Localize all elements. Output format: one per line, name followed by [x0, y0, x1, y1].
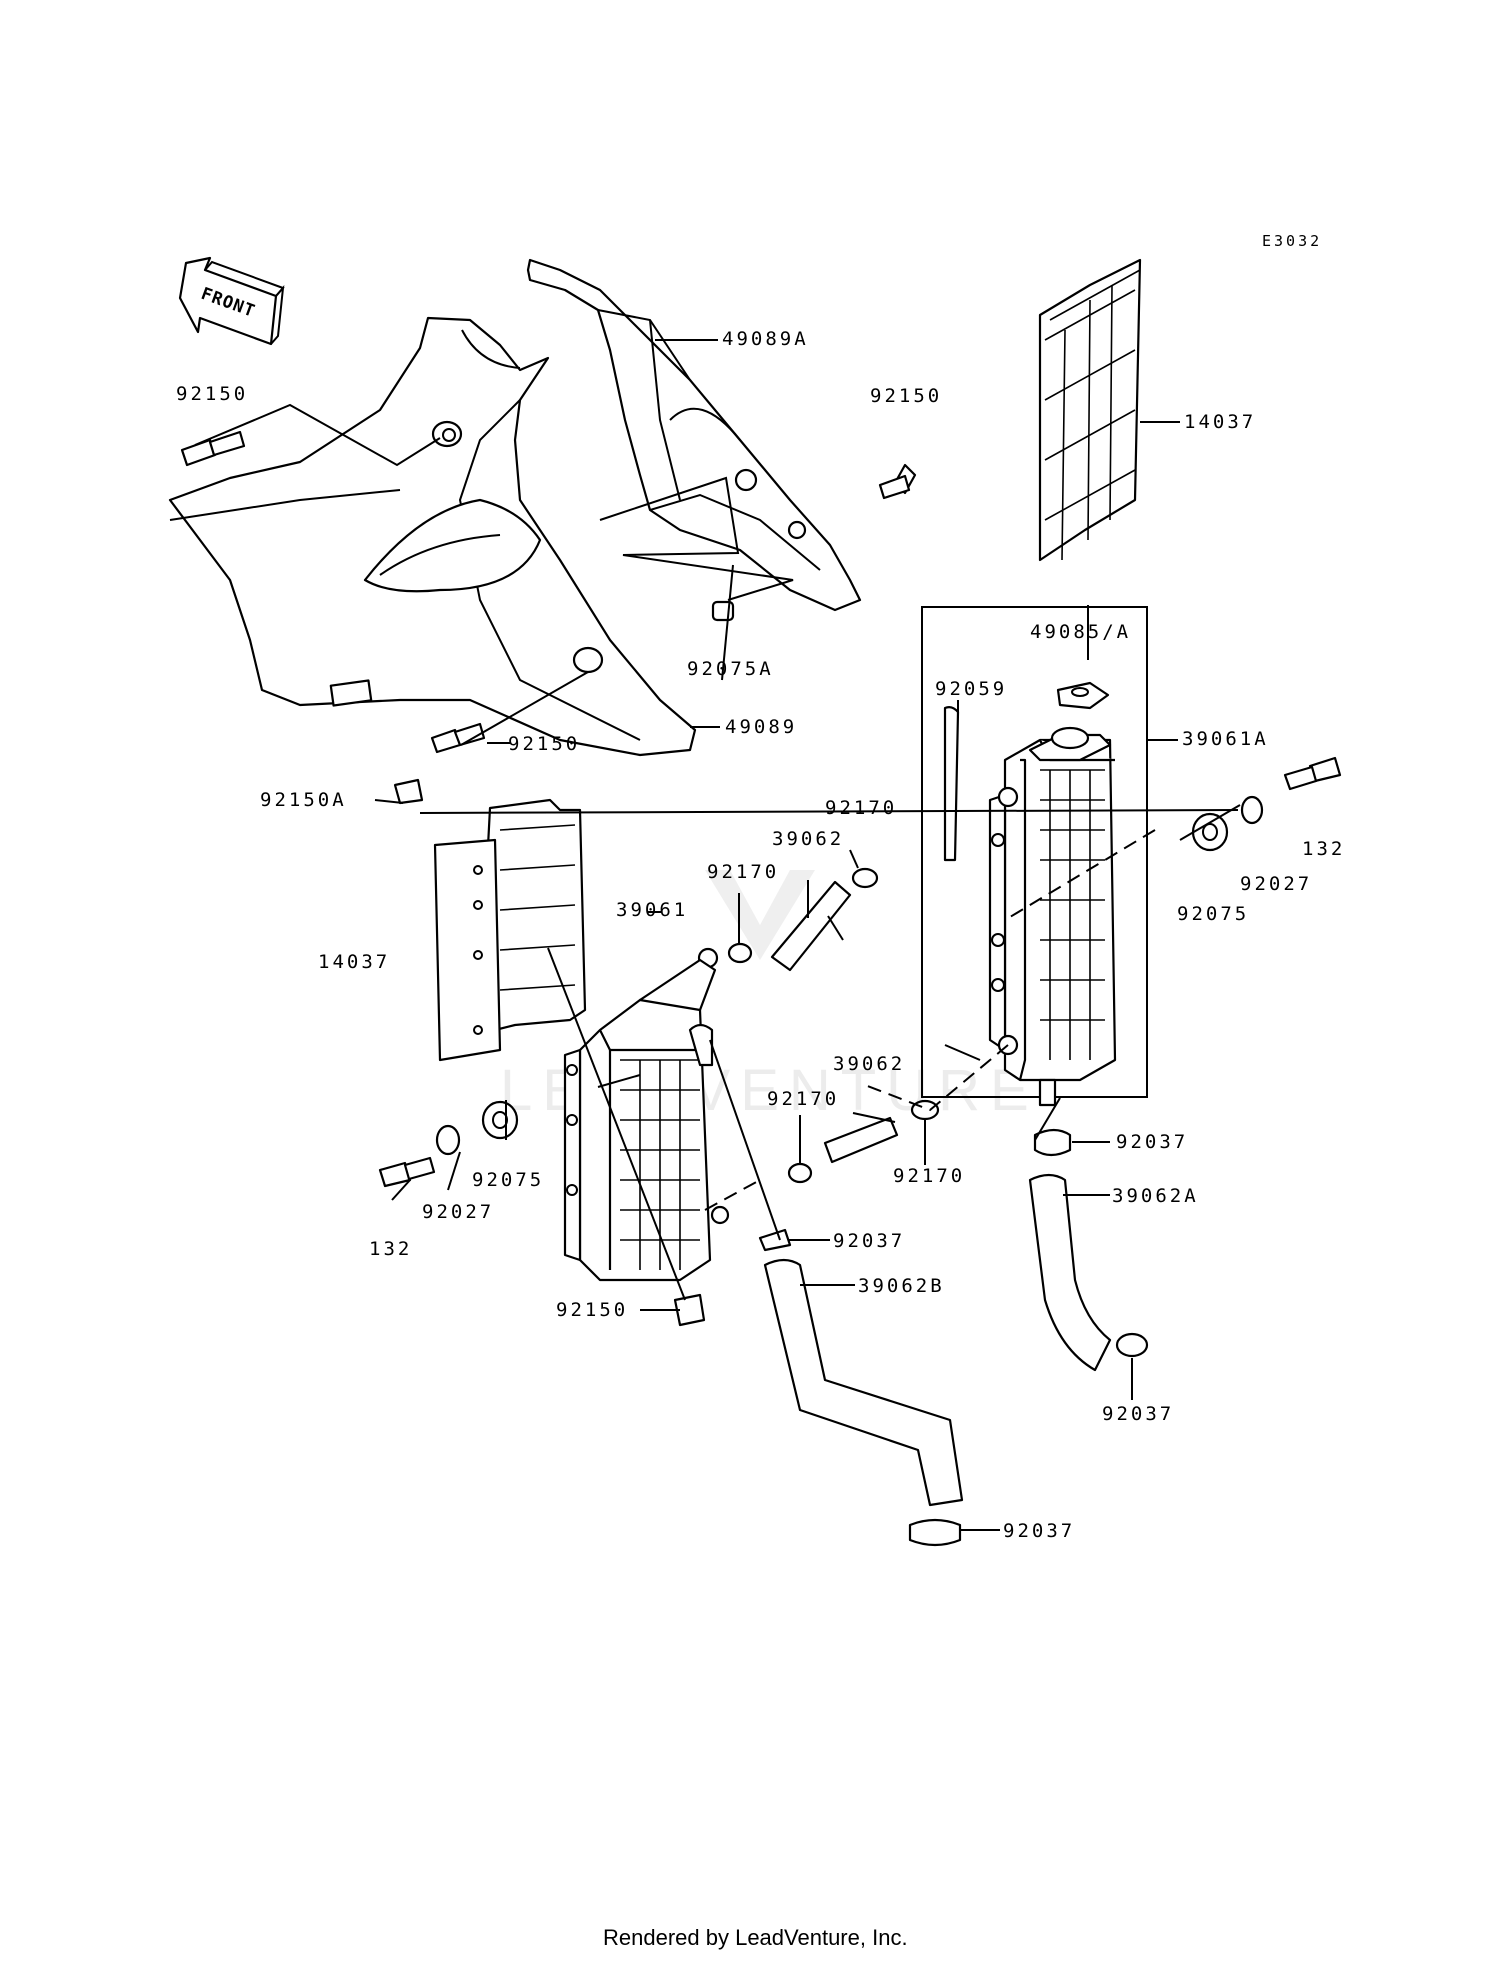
label-39062-lower: 39062	[833, 1053, 905, 1075]
front-arrow-icon: FRONT	[178, 256, 285, 346]
footer-credit: Rendered by LeadVenture, Inc.	[603, 1925, 908, 1950]
leader-lines	[194, 339, 1241, 1531]
radiator-guard-left	[433, 798, 587, 1062]
hose-upper	[770, 880, 852, 972]
label-92037-right-bottom: 92037	[1102, 1403, 1174, 1425]
label-92170-upper-right: 92170	[825, 797, 897, 819]
label-92037-mid: 92037	[833, 1230, 905, 1252]
label-132-right: 132	[1302, 838, 1345, 860]
label-92150-tr: 92150	[870, 385, 942, 407]
hose-39062B	[763, 1258, 964, 1507]
label-39062A: 39062A	[1112, 1185, 1199, 1207]
label-49089A: 49089A	[722, 328, 809, 350]
hose-39062A	[1028, 1173, 1112, 1372]
label-49089: 49089	[725, 716, 797, 738]
label-92150-tl: 92150	[176, 383, 248, 405]
label-92059: 92059	[935, 678, 1007, 700]
bolt-icon	[180, 430, 1342, 1327]
hose-lower	[823, 1116, 899, 1164]
label-92075A: 92075A	[687, 658, 774, 680]
label-92075-left: 92075	[472, 1169, 544, 1191]
label-132-left: 132	[369, 1238, 412, 1260]
diagram-code: E3032	[1262, 232, 1322, 250]
label-92170-upper-left: 92170	[707, 861, 779, 883]
label-92075-right: 92075	[1177, 903, 1249, 925]
label-14037-left: 14037	[318, 951, 390, 973]
label-49085A: 49085/A	[1030, 621, 1131, 643]
radiator-shroud-left	[168, 316, 697, 757]
label-92170-lower-left: 92170	[767, 1088, 839, 1110]
label-39061: 39061	[616, 899, 688, 921]
radiator-shroud-right	[526, 258, 862, 612]
label-92027-left: 92027	[422, 1201, 494, 1223]
label-39062B: 39062B	[858, 1275, 945, 1297]
radiator-cap	[1056, 681, 1110, 710]
label-92150-mid: 92150	[508, 733, 580, 755]
label-92170-lower-right: 92170	[893, 1165, 965, 1187]
washer-icon	[435, 795, 1264, 1156]
label-39061A: 39061A	[1182, 728, 1269, 750]
part-labels: 49089A 92150 92150 14037 92075A 49085/A …	[176, 328, 1345, 1542]
breather-hose	[943, 706, 960, 862]
radiator-left	[563, 947, 730, 1282]
label-92150-bottom: 92150	[556, 1299, 628, 1321]
label-92027-right: 92027	[1240, 873, 1312, 895]
radiator-guard-right	[1038, 258, 1142, 562]
label-92037-right-top: 92037	[1116, 1131, 1188, 1153]
label-39062-upper: 39062	[772, 828, 844, 850]
radiator-right	[921, 606, 1148, 1107]
label-14037-right: 14037	[1184, 411, 1256, 433]
label-92037-bottom: 92037	[1003, 1520, 1075, 1542]
label-92150A: 92150A	[260, 789, 347, 811]
